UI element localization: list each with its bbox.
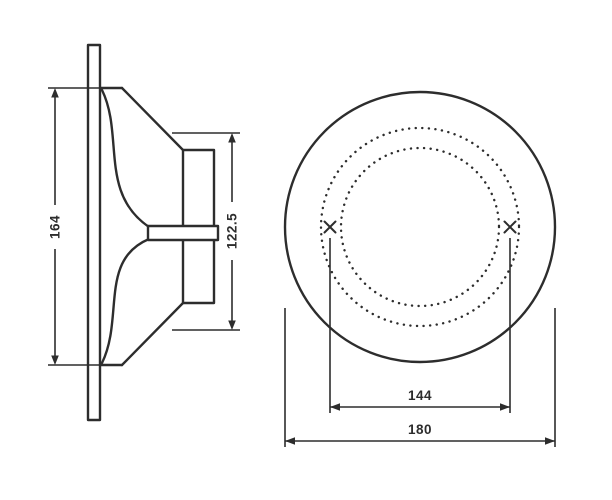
arrow-down-icon: [228, 320, 236, 330]
side-view: 164 122.5: [46, 43, 241, 422]
cutout-circle-dotted: [319, 126, 521, 328]
arrow-right-icon: [500, 403, 510, 411]
front-view: 144 180: [283, 90, 557, 447]
cone-bottom-edge: [120, 301, 185, 367]
dim-overall-height: 164: [46, 87, 100, 366]
dim-inner-height: 122.5: [172, 132, 241, 331]
horn-curve-lower: [100, 237, 151, 365]
cross-stroke: [503, 220, 517, 234]
mounting-flange: [86, 43, 102, 422]
arrow-down-icon: [51, 355, 59, 365]
horn-curve-upper: [100, 88, 151, 229]
dimension-label-outer-diameter: 180: [408, 422, 432, 437]
inner-circle-dotted: [339, 146, 501, 308]
dimension-label-inner-height: 122.5: [225, 213, 240, 249]
dim-hole-spacing: 144: [329, 238, 511, 413]
dim-outer-diameter: 180: [284, 308, 556, 447]
dimension-label-bg: [46, 205, 64, 249]
dimension-label-hole-spacing: 144: [408, 388, 432, 403]
cross-stroke: [323, 220, 337, 234]
pole-piece: [146, 224, 220, 242]
dimension-label-bg: [223, 202, 241, 260]
outer-rim-circle: [283, 90, 557, 364]
arrow-right-icon: [545, 437, 555, 445]
arrow-up-icon: [228, 133, 236, 143]
cone-top-edge: [120, 86, 185, 152]
arrow-up-icon: [51, 88, 59, 98]
arrow-left-icon: [330, 403, 340, 411]
arrow-left-icon: [285, 437, 295, 445]
mounting-cross-right: [503, 220, 517, 234]
dimension-label-overall-height: 164: [48, 215, 63, 239]
mounting-cross-left: [323, 220, 337, 234]
